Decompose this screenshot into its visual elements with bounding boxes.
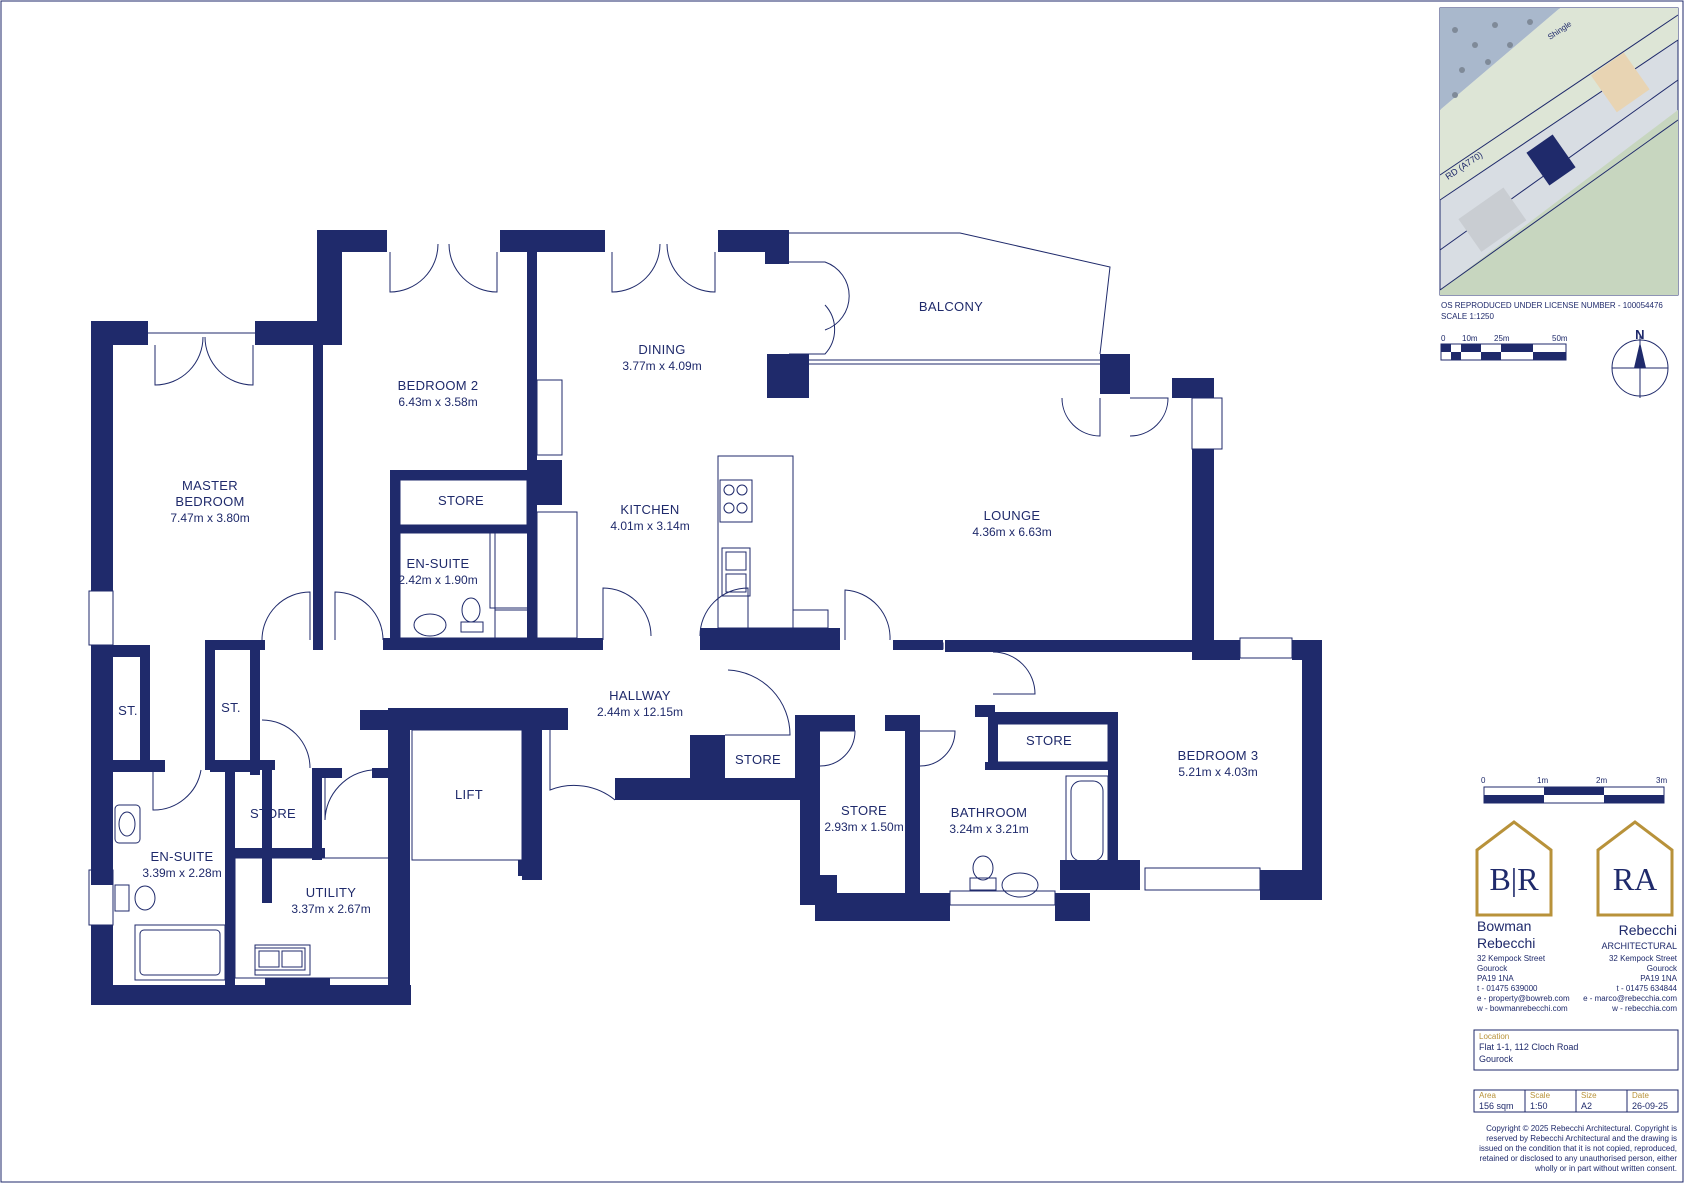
- map-scale-bar: 0 10m 25m 50m: [1440, 334, 1568, 361]
- master-label-2: BEDROOM: [175, 494, 244, 509]
- svg-text:156 sqm: 156 sqm: [1479, 1101, 1514, 1111]
- hallway-label: HALLWAY: [609, 688, 671, 703]
- balcony-label: BALCONY: [919, 299, 983, 314]
- rebecchi-architectural-logo: RA: [1596, 820, 1674, 917]
- north-arrow-icon: N: [1611, 327, 1669, 398]
- room-labels: BALCONY DINING 3.77m x 4.09m BEDROOM 2 6…: [118, 299, 1258, 916]
- bedroom3-label: BEDROOM 3: [1178, 748, 1259, 763]
- bedroom2-dims: 6.43m x 3.58m: [398, 395, 477, 409]
- lift-label: LIFT: [455, 787, 483, 802]
- map-license: OS REPRODUCED UNDER LICENSE NUMBER - 100…: [1441, 301, 1663, 310]
- store4-label: STORE: [841, 803, 887, 818]
- store4-dims: 2.93m x 1.50m: [824, 820, 903, 834]
- bathroom-label: BATHROOM: [951, 805, 1028, 820]
- utility-label: UTILITY: [306, 885, 357, 900]
- svg-text:0: 0: [1481, 776, 1486, 785]
- ensuite2-dims: 3.39m x 2.28m: [142, 866, 221, 880]
- svg-text:B|R: B|R: [1489, 861, 1539, 897]
- svg-text:50m: 50m: [1552, 334, 1568, 343]
- ensuite1-label: EN-SUITE: [406, 556, 469, 571]
- svg-text:PA19 1NA: PA19 1NA: [1640, 974, 1677, 983]
- svg-text:ARCHITECTURAL: ARCHITECTURAL: [1601, 941, 1677, 951]
- svg-text:Copyright © 2025 Rebecchi Arch: Copyright © 2025 Rebecchi Architectural.…: [1486, 1124, 1677, 1133]
- lounge-label: LOUNGE: [984, 508, 1041, 523]
- svg-text:Location: Location: [1479, 1032, 1509, 1041]
- svg-text:Rebecchi: Rebecchi: [1477, 935, 1535, 951]
- svg-text:N: N: [1635, 327, 1645, 342]
- svg-text:RA: RA: [1613, 861, 1657, 897]
- ensuite2-label: EN-SUITE: [150, 849, 213, 864]
- svg-text:t - 01475 639000: t - 01475 639000: [1477, 984, 1538, 993]
- svg-text:1m: 1m: [1537, 776, 1548, 785]
- dining-label: DINING: [638, 342, 685, 357]
- kitchen-label: KITCHEN: [620, 502, 679, 517]
- hallway-dims: 2.44m x 12.15m: [597, 705, 683, 719]
- lounge-dims: 4.36m x 6.63m: [972, 525, 1051, 539]
- svg-text:PA19 1NA: PA19 1NA: [1477, 974, 1514, 983]
- svg-text:32 Kempock Street: 32 Kempock Street: [1477, 954, 1546, 963]
- dining-dims: 3.77m x 4.09m: [622, 359, 701, 373]
- svg-text:2m: 2m: [1596, 776, 1607, 785]
- svg-text:26-09-25: 26-09-25: [1632, 1101, 1668, 1111]
- store1-label: STORE: [438, 493, 484, 508]
- svg-text:Bowman: Bowman: [1477, 918, 1531, 934]
- svg-text:Rebecchi: Rebecchi: [1619, 922, 1677, 938]
- svg-text:Area: Area: [1479, 1091, 1496, 1100]
- svg-text:retained or disclosed to any u: retained or disclosed to any unauthorise…: [1480, 1154, 1678, 1163]
- store5-label: STORE: [1026, 733, 1072, 748]
- svg-text:32 Kempock Street: 32 Kempock Street: [1609, 954, 1678, 963]
- bathroom-dims: 3.24m x 3.21m: [949, 822, 1028, 836]
- ensuite1-dims: 2.42m x 1.90m: [398, 573, 477, 587]
- walls: [91, 230, 1322, 1005]
- store2-label: STORE: [250, 806, 296, 821]
- svg-text:Date: Date: [1632, 1091, 1649, 1100]
- drawing-scale-bar: 0 1m 2m 3m: [1481, 776, 1667, 804]
- svg-text:10m: 10m: [1462, 334, 1478, 343]
- svg-text:0: 0: [1441, 334, 1446, 343]
- st1-label: ST.: [118, 703, 138, 718]
- location-map: RD (A770) Shingle OS REPRODUCED UNDER LI…: [1439, 7, 1679, 398]
- bedroom3-dims: 5.21m x 4.03m: [1178, 765, 1257, 779]
- bedroom2-label: BEDROOM 2: [398, 378, 479, 393]
- firm2-contact: Rebecchi ARCHITECTURAL 32 Kempock Street…: [1583, 922, 1678, 1013]
- svg-text:Size: Size: [1581, 1091, 1597, 1100]
- svg-text:Gourock: Gourock: [1647, 964, 1678, 973]
- svg-text:reserved by Rebecchi Architect: reserved by Rebecchi Architectural and t…: [1486, 1134, 1677, 1143]
- st2-label: ST.: [221, 700, 241, 715]
- svg-text:3m: 3m: [1656, 776, 1667, 785]
- svg-text:wholly or in part without writ: wholly or in part without written consen…: [1534, 1164, 1677, 1173]
- utility-dims: 3.37m x 2.67m: [291, 902, 370, 916]
- master-dims: 7.47m x 3.80m: [170, 511, 249, 525]
- svg-text:25m: 25m: [1494, 334, 1510, 343]
- svg-text:A2: A2: [1581, 1101, 1592, 1111]
- svg-text:w - rebecchia.com: w - rebecchia.com: [1611, 1004, 1677, 1013]
- svg-text:t - 01475 634844: t - 01475 634844: [1617, 984, 1678, 993]
- svg-text:Scale: Scale: [1530, 1091, 1551, 1100]
- svg-text:Gourock: Gourock: [1477, 964, 1508, 973]
- svg-text:issued on the condition that i: issued on the condition that it is not c…: [1479, 1144, 1677, 1153]
- store3-label: STORE: [735, 752, 781, 767]
- master-label-1: MASTER: [182, 478, 238, 493]
- bowman-rebecchi-logo: B|R: [1475, 820, 1553, 917]
- svg-text:Flat 1-1, 112 Cloch Road: Flat 1-1, 112 Cloch Road: [1479, 1042, 1578, 1052]
- svg-text:Gourock: Gourock: [1479, 1054, 1514, 1064]
- firm1-contact: Bowman Rebecchi 32 Kempock Street Gouroc…: [1476, 918, 1570, 1013]
- svg-text:e - property@bowreb.com: e - property@bowreb.com: [1477, 994, 1570, 1003]
- kitchen-dims: 4.01m x 3.14m: [610, 519, 689, 533]
- map-scale: SCALE 1:1250: [1441, 312, 1494, 321]
- title-block: Location Flat 1-1, 112 Cloch Road Gouroc…: [1473, 1029, 1679, 1173]
- plan-linework: [88, 232, 1293, 991]
- svg-text:1:50: 1:50: [1530, 1101, 1548, 1111]
- svg-text:w - bowmanrebecchi.com: w - bowmanrebecchi.com: [1476, 1004, 1568, 1013]
- svg-text:e - marco@rebecchia.com: e - marco@rebecchia.com: [1583, 994, 1677, 1003]
